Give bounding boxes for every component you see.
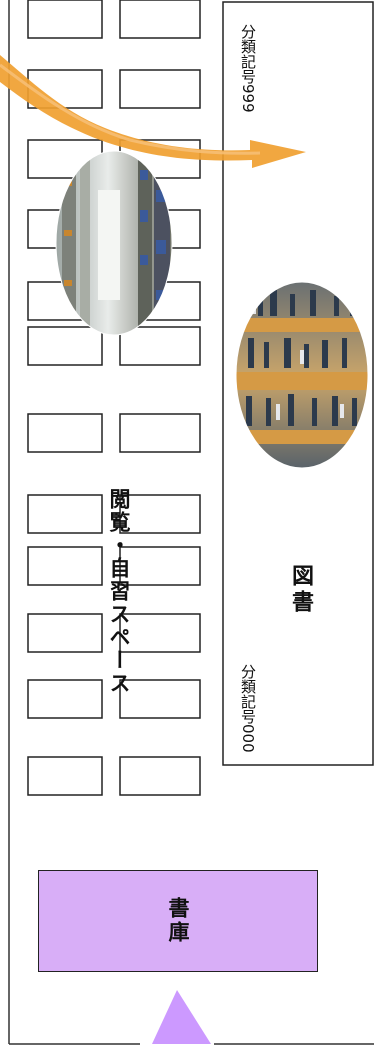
seat xyxy=(119,546,201,586)
seat xyxy=(27,613,103,653)
entrance-arrow xyxy=(152,990,211,1044)
seat xyxy=(27,413,103,453)
bookshelf-photo-1 xyxy=(55,150,173,336)
seat xyxy=(119,613,201,653)
route-arrow xyxy=(0,55,306,168)
seat xyxy=(27,756,103,796)
seat xyxy=(119,0,201,39)
books-label: 図書 xyxy=(288,564,313,616)
stack-room-label: 書庫 xyxy=(166,897,190,945)
seat xyxy=(27,0,103,39)
seat xyxy=(27,494,103,534)
seat xyxy=(119,756,201,796)
classification-label-000: 分類記号000 xyxy=(239,664,257,753)
seat xyxy=(119,69,201,109)
seat xyxy=(27,326,103,366)
seat xyxy=(27,546,103,586)
seat xyxy=(119,326,201,366)
seat xyxy=(119,413,201,453)
reading-space-label: 閲覧・自習スペース xyxy=(107,488,131,695)
stack-room xyxy=(38,870,318,972)
seat xyxy=(119,679,201,719)
seat xyxy=(27,679,103,719)
seat xyxy=(119,494,201,534)
classification-label-999: 分類記号999 xyxy=(239,24,257,113)
room-outline xyxy=(8,0,374,1045)
bookshelf-photo-2 xyxy=(235,281,369,469)
